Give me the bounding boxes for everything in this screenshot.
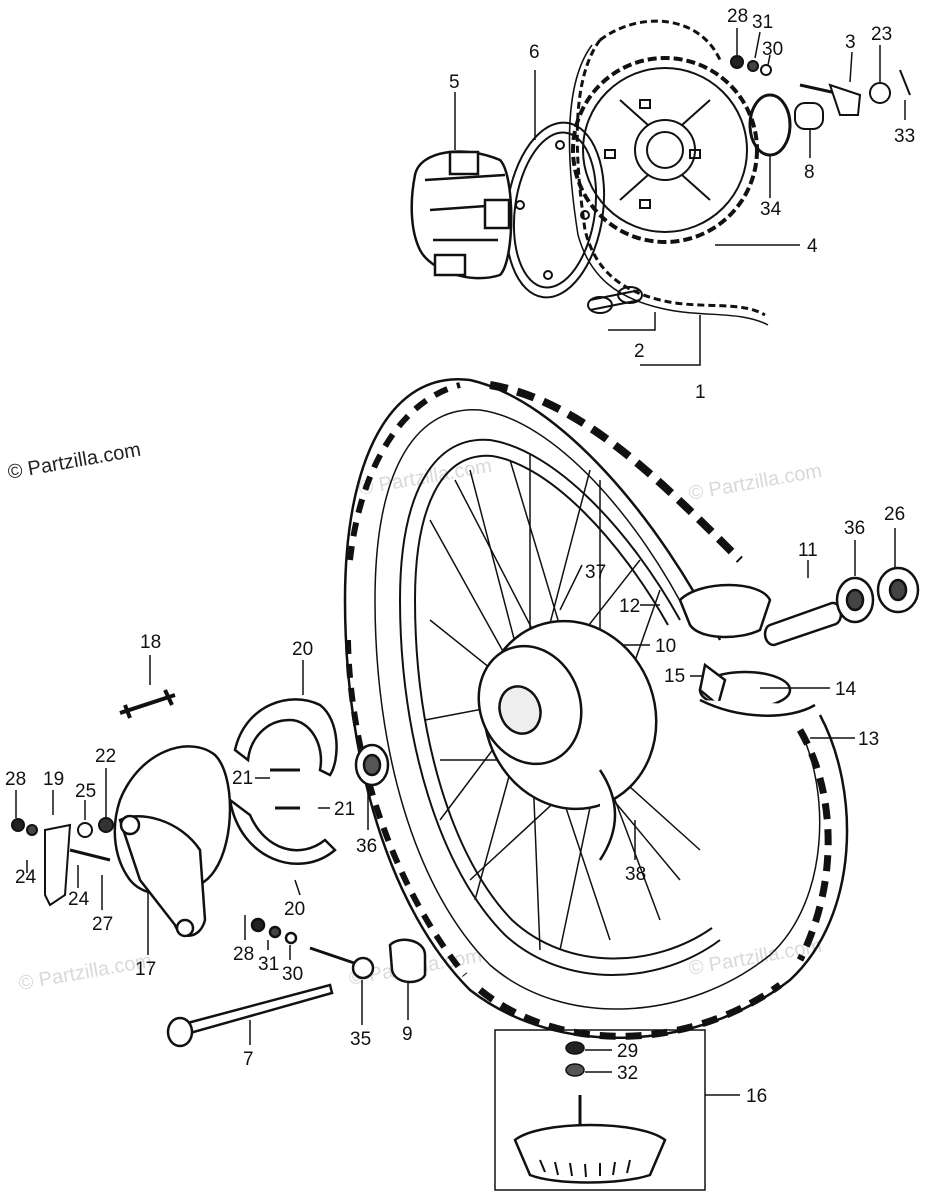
callout-number: 14 <box>835 679 857 700</box>
brake-shoes <box>228 698 338 865</box>
callout-number: 6 <box>529 42 540 63</box>
callout-number: 32 <box>617 1063 638 1084</box>
callout-number: 15 <box>664 666 685 687</box>
watermark: © Partzilla.com <box>17 950 154 995</box>
axle-and-adjusters <box>166 917 427 1048</box>
callout-number: 30 <box>282 964 303 985</box>
callout-number: 5 <box>449 72 460 93</box>
callout-number: 37 <box>585 562 606 583</box>
callout-number: 19 <box>43 769 64 790</box>
rear-hub <box>477 619 658 861</box>
callout-number: 24 <box>15 867 37 888</box>
callout-number: 31 <box>752 12 773 33</box>
callout-labels: 28 31 30 3 23 33 5 6 8 34 4 2 1 11 36 26… <box>5 6 915 1107</box>
inner-tube <box>678 583 816 717</box>
callout-number: 36 <box>356 836 377 857</box>
callout-number: 8 <box>804 162 815 183</box>
callout-number: 36 <box>844 518 865 539</box>
callout-number: 27 <box>92 914 113 935</box>
damper-rubber <box>410 150 513 280</box>
callout-number: 13 <box>858 729 879 750</box>
callout-number: 31 <box>258 954 279 975</box>
callout-number: 22 <box>95 746 116 767</box>
drive-chain <box>568 19 769 326</box>
brake-panel <box>113 745 232 938</box>
axle-sleeve-and-bearings <box>354 566 920 787</box>
callout-number: 25 <box>75 781 96 802</box>
callout-number: 1 <box>695 382 706 403</box>
callout-number: 18 <box>140 632 161 653</box>
callout-number: 23 <box>871 24 892 45</box>
callout-number: 29 <box>617 1041 638 1062</box>
rear-tire <box>343 378 849 1040</box>
callout-number: 4 <box>807 236 818 257</box>
callout-number: 28 <box>727 6 748 27</box>
chain-joint <box>587 286 643 314</box>
callout-number: 30 <box>762 39 783 60</box>
rim-lock-inset <box>494 1029 706 1191</box>
callout-number: 28 <box>5 769 26 790</box>
callout-number: 12 <box>619 596 640 617</box>
callout-number: 2 <box>634 341 645 362</box>
callout-number: 3 <box>845 32 856 53</box>
callout-number: 21 <box>232 768 253 789</box>
rear-sprocket <box>571 56 759 244</box>
callout-number: 26 <box>884 504 905 525</box>
rim <box>398 438 721 976</box>
callout-number: 17 <box>135 959 156 980</box>
callout-number: 28 <box>233 944 254 965</box>
callout-number: 20 <box>284 899 305 920</box>
callout-number: 34 <box>760 199 782 220</box>
callout-number: 33 <box>894 126 915 147</box>
top-right-hardware <box>730 55 911 157</box>
callout-number: 21 <box>334 799 355 820</box>
watermark: © Partzilla.com <box>687 460 824 505</box>
callout-number: 7 <box>243 1049 254 1070</box>
callout-number: 10 <box>655 636 676 657</box>
callout-number: 9 <box>402 1024 413 1045</box>
callout-number: 35 <box>350 1029 371 1050</box>
callout-number: 20 <box>292 639 313 660</box>
callout-number: 24 <box>68 889 90 910</box>
brake-arm-hardware <box>11 689 176 907</box>
callout-number: 11 <box>798 540 818 561</box>
callout-number: 16 <box>746 1086 767 1107</box>
callout-number: 38 <box>625 864 646 885</box>
